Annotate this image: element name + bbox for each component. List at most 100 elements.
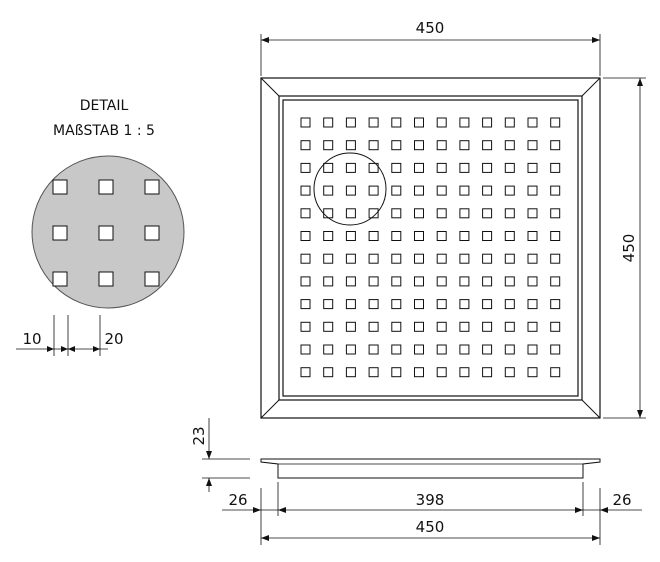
plan-hole [391,185,402,196]
plan-hole [482,253,493,264]
section-depth-arrow-top [206,451,212,459]
section-total-arrow-right [592,535,600,541]
plan-hole [391,208,402,219]
section-total-width-label: 450 [416,518,445,536]
plan-hole [436,162,447,173]
plan-hole [345,367,356,378]
plan-hole [550,231,561,241]
plan-hole [482,117,493,128]
plan-hole [504,299,515,310]
plan-hole [414,185,424,196]
plan-hole [345,117,356,128]
plan-hole [300,208,311,219]
plan-hole [550,344,561,355]
plan-hole [459,140,470,151]
plan-hole [459,208,470,219]
plan-view: 450 450 [260,19,646,419]
plan-hole [345,299,356,310]
plan-hole [391,321,402,332]
detail-hole-size-label: 10 [22,330,41,348]
detail-spacing-label: 20 [104,330,123,348]
plan-hole [414,367,424,378]
plan-hole [391,231,402,241]
plan-hole [323,185,334,196]
plan-hole [482,299,493,310]
plan-hole [527,253,538,264]
detail-hole [144,179,160,195]
detail-arrow-1 [47,346,54,352]
plan-hole [459,185,470,196]
plan-hole [504,344,515,355]
tray-corner-bl [260,399,280,419]
plan-hole [459,162,470,173]
detail-hole-grid [52,179,160,287]
section-right-margin-label: 26 [612,491,631,509]
plan-hole [391,299,402,310]
detail-hole [98,225,114,241]
plan-hole [436,231,447,241]
section-profile [260,458,601,479]
detail-hole [52,225,68,241]
plan-hole [504,321,515,332]
detail-hole [144,271,160,287]
plan-hole [436,185,447,196]
plan-hole [414,321,424,332]
plan-hole [368,185,379,196]
plan-hole [436,253,447,264]
plan-hole [368,367,379,378]
plan-hole [504,253,515,264]
plan-hole [300,367,311,378]
plan-hole [300,185,311,196]
plan-hole [527,185,538,196]
plan-hole [504,117,515,128]
plan-hole [504,208,515,219]
plan-hole [527,299,538,310]
plan-hole [527,117,538,128]
plan-hole [482,367,493,378]
section-arrow-1 [253,507,261,513]
plan-hole [504,185,515,196]
plan-hole [414,253,424,264]
plan-hole [550,276,561,287]
plan-hole [300,321,311,332]
plan-hole [414,231,424,241]
plan-hole [527,208,538,219]
section-depth-arrow-bottom [206,478,212,486]
plan-hole [391,367,402,378]
detail-hole [98,179,114,195]
plan-hole [345,140,356,151]
plan-height-label: 450 [620,234,638,263]
plan-hole [300,344,311,355]
detail-scale: MAßSTAB 1 : 5 [53,123,155,139]
section-left-margin-label: 26 [228,491,247,509]
plan-hole [459,231,470,241]
plan-hole [345,253,356,264]
plan-height-arrow-top [637,78,643,86]
plan-hole [436,344,447,355]
tray-corner-tl [260,77,280,97]
plan-hole [482,231,493,241]
plan-hole [368,253,379,264]
plan-hole [300,231,311,241]
section-view: 23 26 398 26 450 [190,418,642,545]
plan-hole [300,253,311,264]
plan-hole [550,208,561,219]
plan-width-arrow-right [592,37,600,43]
plan-hole [436,208,447,219]
plan-hole [550,253,561,264]
plan-hole [323,367,334,378]
detail-hole [52,271,68,287]
plan-hole [300,117,311,128]
plan-hole [323,117,334,128]
plan-hole [323,321,334,332]
section-arrow-4 [600,507,608,513]
plan-hole [482,162,493,173]
plan-hole [323,299,334,310]
detail-view: DETAIL MAßSTAB 1 : 5 10 20 [16,98,185,356]
plan-hole [368,344,379,355]
plan-hole [550,162,561,173]
plan-hole [345,276,356,287]
plan-hole [368,162,379,173]
plan-hole-grid [300,117,561,378]
